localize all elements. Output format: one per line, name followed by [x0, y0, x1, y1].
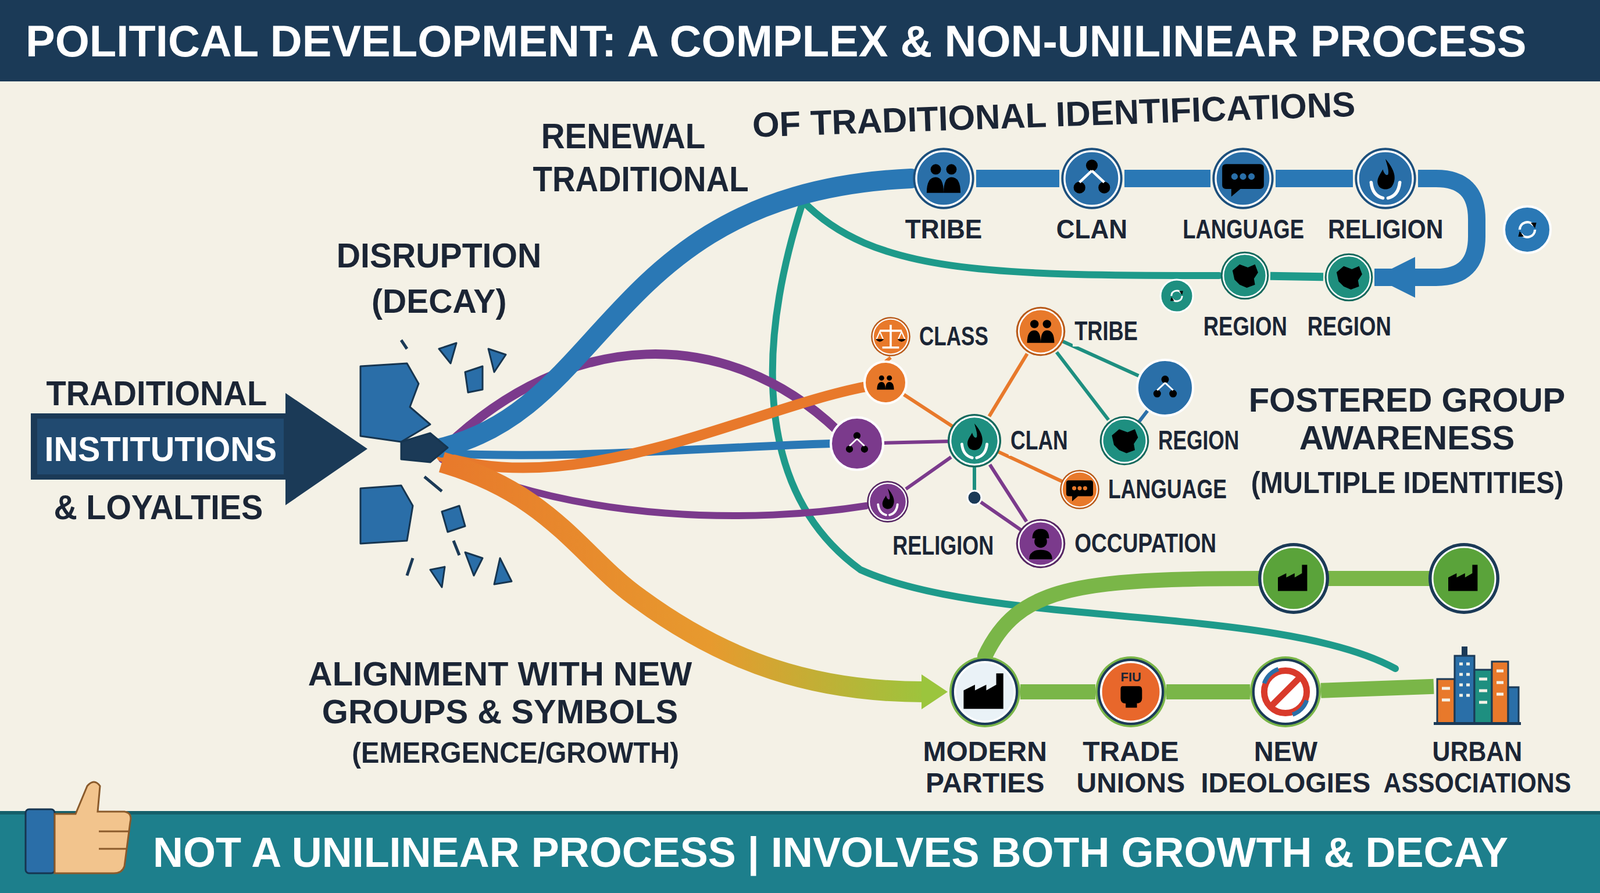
circle-shape — [911, 145, 977, 212]
node-label: NEW IDEOLOGIES — [1198, 736, 1373, 799]
node-label: TRIBE — [1072, 316, 1140, 347]
circle-shape — [869, 315, 912, 358]
icon-circle: RELIGION — [1352, 145, 1419, 212]
broken-pieces — [360, 340, 512, 588]
circle-shape — [1095, 656, 1167, 728]
icon-circle: TRIBE — [1014, 305, 1067, 358]
node-label: REGION — [1201, 311, 1289, 342]
node-label: REGION — [1305, 311, 1393, 342]
icon-circle: FIUTRADE UNIONS — [1095, 656, 1167, 728]
connector — [1124, 169, 1211, 188]
stage-subheading: (DECAY) — [369, 282, 509, 321]
icon-circle: REGION — [1323, 251, 1375, 303]
circle-shape — [1014, 517, 1067, 570]
network-lines — [856, 331, 1166, 544]
connector — [990, 464, 1027, 522]
city-icon — [1433, 644, 1521, 726]
stream-subheading: (EMERGENCE/GROWTH) — [349, 736, 681, 770]
icon-circle: LANGUAGE — [1210, 145, 1276, 212]
stream-heading: TRADITIONAL — [530, 158, 751, 199]
badge-text: FIU — [1120, 670, 1142, 685]
node-label: URBAN ASSOCIATIONS — [1381, 736, 1574, 799]
circle-shape — [1219, 250, 1271, 302]
connector — [988, 354, 1027, 417]
icon-circle: TRIBE — [911, 145, 977, 212]
arrow-node: TRADITIONAL INSTITUTIONS & LOYALTIES — [23, 360, 396, 535]
connector — [976, 169, 1060, 188]
icon-circle: CLAN — [1059, 145, 1125, 212]
node-label: CLAN — [1054, 214, 1130, 245]
icon-circle: REGION — [1098, 414, 1151, 467]
caption-text: NOT A UNILINEAR PROCESS | INVOLVES BOTH … — [152, 829, 1509, 877]
icon-circle: REGION — [1219, 250, 1271, 302]
refresh-icons — [1160, 206, 1551, 313]
circle-shape — [1323, 251, 1375, 303]
node-label: CLAN — [1008, 425, 1070, 456]
icon-circle: LANGUAGE — [1058, 468, 1101, 511]
node-label: LANGUAGE — [1180, 214, 1306, 245]
icon-circle: CLAN — [945, 412, 1003, 470]
title-text: POLITICAL DEVELOPMENT: A COMPLEX & NON-U… — [25, 16, 1527, 66]
node-label: MODERN PARTIES — [920, 736, 1050, 799]
stage-heading: DISRUPTION — [334, 236, 544, 275]
stream-heading: RENEWAL — [538, 115, 708, 156]
icon-circle: RELIGION — [865, 479, 910, 524]
connector — [1275, 169, 1353, 188]
node-label: RELIGION — [1326, 214, 1446, 245]
node-label: REGION — [1156, 425, 1241, 456]
connector — [1320, 686, 1434, 691]
stream-heading: FOSTERED GROUP AWARENESS — [1236, 381, 1578, 457]
city-node: URBAN ASSOCIATIONS — [1433, 644, 1521, 726]
header-bar — [0, 0, 1600, 82]
footer-bar — [0, 811, 1600, 893]
node-label: TRADE UNIONS — [1074, 736, 1188, 799]
connector — [1166, 684, 1250, 700]
circle-shape — [1210, 145, 1276, 212]
circle-shape — [1059, 145, 1125, 212]
connector — [1020, 684, 1096, 700]
icon-circle: CLASS — [869, 315, 912, 358]
stream-subheading: (MULTIPLE IDENTITIES) — [1248, 465, 1566, 500]
stream-heading: OF TRADITIONAL IDENTIFICATIONS — [749, 84, 1359, 145]
factory-circles — [1258, 543, 1500, 614]
node-text: INSTITUTIONS — [44, 429, 277, 469]
circle-shape — [1058, 468, 1101, 511]
connector — [1270, 276, 1324, 278]
node-label: OCCUPATION — [1072, 528, 1219, 559]
circle-shape — [1250, 656, 1321, 728]
circle-shape — [1098, 414, 1151, 467]
circle-shape — [945, 412, 1003, 470]
stream-heading: ALIGNMENT WITH NEW GROUPS & SYMBOLS — [294, 655, 706, 731]
circle-shape — [949, 656, 1021, 728]
arrowhead — [921, 674, 948, 710]
node-label: RELIGION — [890, 530, 996, 562]
node-text: & LOYALTIES — [53, 487, 263, 527]
connector — [1056, 352, 1109, 421]
node-label: CLASS — [917, 321, 991, 352]
node-label: LANGUAGE — [1106, 474, 1229, 505]
circle-shape — [1352, 145, 1419, 212]
node-label: TRIBE — [902, 214, 985, 245]
icon-circle: NEW IDEOLOGIES — [1250, 656, 1321, 728]
node-text: TRADITIONAL — [45, 373, 267, 413]
circle-shape — [1014, 305, 1067, 358]
circle-shape — [865, 479, 910, 524]
thumbs-up-icon — [25, 781, 131, 874]
icon-circle: MODERN PARTIES — [949, 656, 1021, 728]
icon-circle: OCCUPATION — [1014, 517, 1067, 570]
connector — [905, 456, 952, 489]
